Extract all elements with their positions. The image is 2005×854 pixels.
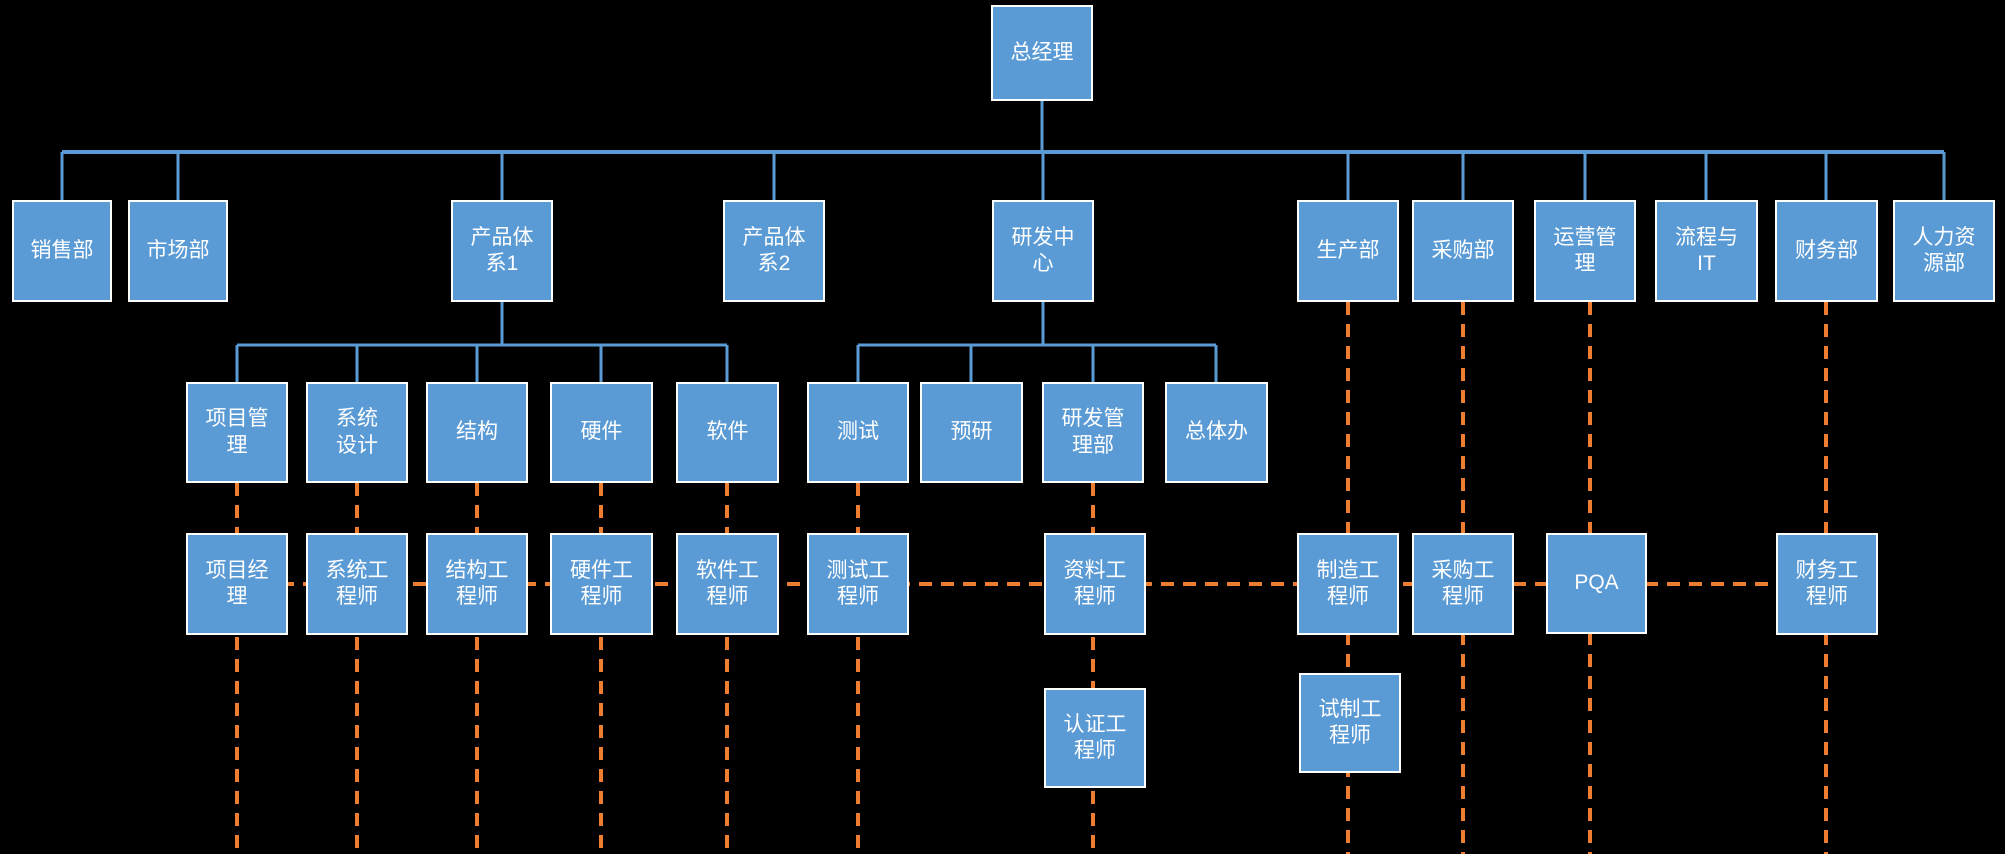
- org-node-finance-dept[interactable]: 财务部: [1775, 200, 1878, 302]
- org-node-label: 总经理: [1010, 40, 1074, 64]
- org-node-hardware[interactable]: 硬件: [550, 382, 653, 483]
- org-node-label: 系统 设计: [336, 407, 378, 457]
- org-node-label: 销售部: [30, 238, 94, 262]
- org-node-label: 结构: [456, 420, 498, 444]
- org-node-system-design[interactable]: 系统 设计: [306, 382, 408, 483]
- org-node-software-engineer[interactable]: 软件工 程师: [676, 533, 779, 635]
- org-node-rnd-management-dept[interactable]: 研发管 理部: [1042, 382, 1144, 483]
- org-node-label: 硬件: [580, 420, 623, 444]
- org-node-label: 软件工 程师: [696, 558, 759, 608]
- org-node-label: 人力资 源部: [1912, 225, 1976, 275]
- org-node-label: 采购工 程师: [1431, 558, 1495, 608]
- org-node-label: 项目管 理: [205, 407, 269, 457]
- org-node-label: 资料工 程师: [1063, 558, 1127, 608]
- org-node-label: 硬件工 程师: [570, 558, 633, 608]
- org-node-operations-management[interactable]: 运营管 理: [1534, 200, 1636, 302]
- org-node-label: 研发管 理部: [1061, 407, 1125, 457]
- org-node-product-system-1[interactable]: 产品体 系1: [451, 200, 553, 302]
- org-node-project-management[interactable]: 项目管 理: [186, 382, 288, 483]
- org-node-documentation-engineer[interactable]: 资料工 程师: [1044, 533, 1146, 635]
- org-node-trial-production-engineer[interactable]: 试制工 程师: [1299, 673, 1401, 773]
- org-node-label: 预研: [950, 420, 993, 444]
- org-node-project-manager[interactable]: 项目经 理: [186, 533, 288, 635]
- org-node-label: 财务工 程师: [1795, 558, 1859, 608]
- org-node-label: 项目经 理: [205, 558, 269, 608]
- org-node-label: 生产部: [1316, 238, 1380, 262]
- org-node-label: 产品体 系2: [742, 225, 806, 275]
- org-node-manufacturing-engineer[interactable]: 制造工 程师: [1297, 533, 1399, 635]
- solid-connectors: [60, 101, 1946, 382]
- org-node-rnd-center[interactable]: 研发中 心: [992, 200, 1094, 302]
- org-node-process-and-it[interactable]: 流程与 IT: [1655, 200, 1758, 302]
- org-node-system-engineer[interactable]: 系统工 程师: [306, 533, 408, 635]
- org-node-label: 产品体 系1: [470, 225, 534, 275]
- org-node-label: 试制工 程师: [1318, 697, 1382, 747]
- org-node-label: 系统工 程师: [325, 558, 389, 608]
- org-node-testing[interactable]: 测试: [807, 382, 909, 483]
- org-node-label: 测试工 程师: [826, 558, 890, 608]
- org-node-label: 流程与 IT: [1675, 225, 1738, 275]
- org-node-marketing-dept[interactable]: 市场部: [128, 200, 228, 302]
- org-node-production-dept[interactable]: 生产部: [1297, 200, 1399, 302]
- org-node-procurement-engineer[interactable]: 采购工 程师: [1412, 533, 1514, 635]
- org-node-hardware-engineer[interactable]: 硬件工 程师: [550, 533, 653, 635]
- org-node-structure-engineer[interactable]: 结构工 程师: [426, 533, 528, 635]
- org-node-label: PQA: [1574, 571, 1619, 595]
- org-node-label: 总体办: [1185, 420, 1248, 444]
- org-node-label: 财务部: [1795, 238, 1858, 262]
- org-node-general-office[interactable]: 总体办: [1165, 382, 1268, 483]
- org-node-label: 测试: [837, 420, 879, 444]
- org-node-label: 研发中 心: [1011, 225, 1075, 275]
- org-node-product-system-2[interactable]: 产品体 系2: [723, 200, 825, 302]
- org-node-label: 制造工 程师: [1316, 558, 1380, 608]
- org-node-finance-engineer[interactable]: 财务工 程师: [1776, 533, 1878, 635]
- org-node-hr-dept[interactable]: 人力资 源部: [1893, 200, 1995, 302]
- org-node-label: 采购部: [1431, 238, 1495, 262]
- org-node-certification-engineer[interactable]: 认证工 程师: [1044, 688, 1146, 788]
- org-node-pre-research[interactable]: 预研: [920, 382, 1023, 483]
- org-node-label: 软件: [706, 420, 749, 444]
- org-node-test-engineer[interactable]: 测试工 程师: [807, 533, 909, 635]
- org-node-procurement-dept[interactable]: 采购部: [1412, 200, 1514, 302]
- org-node-software[interactable]: 软件: [676, 382, 779, 483]
- org-node-structure[interactable]: 结构: [426, 382, 528, 483]
- org-node-label: 运营管 理: [1553, 225, 1617, 275]
- org-node-label: 认证工 程师: [1063, 712, 1127, 762]
- org-node-general-manager[interactable]: 总经理: [991, 5, 1093, 101]
- org-node-pqa[interactable]: PQA: [1546, 533, 1647, 634]
- org-node-sales-dept[interactable]: 销售部: [12, 200, 112, 302]
- org-node-label: 结构工 程师: [445, 558, 509, 608]
- org-node-label: 市场部: [146, 238, 210, 262]
